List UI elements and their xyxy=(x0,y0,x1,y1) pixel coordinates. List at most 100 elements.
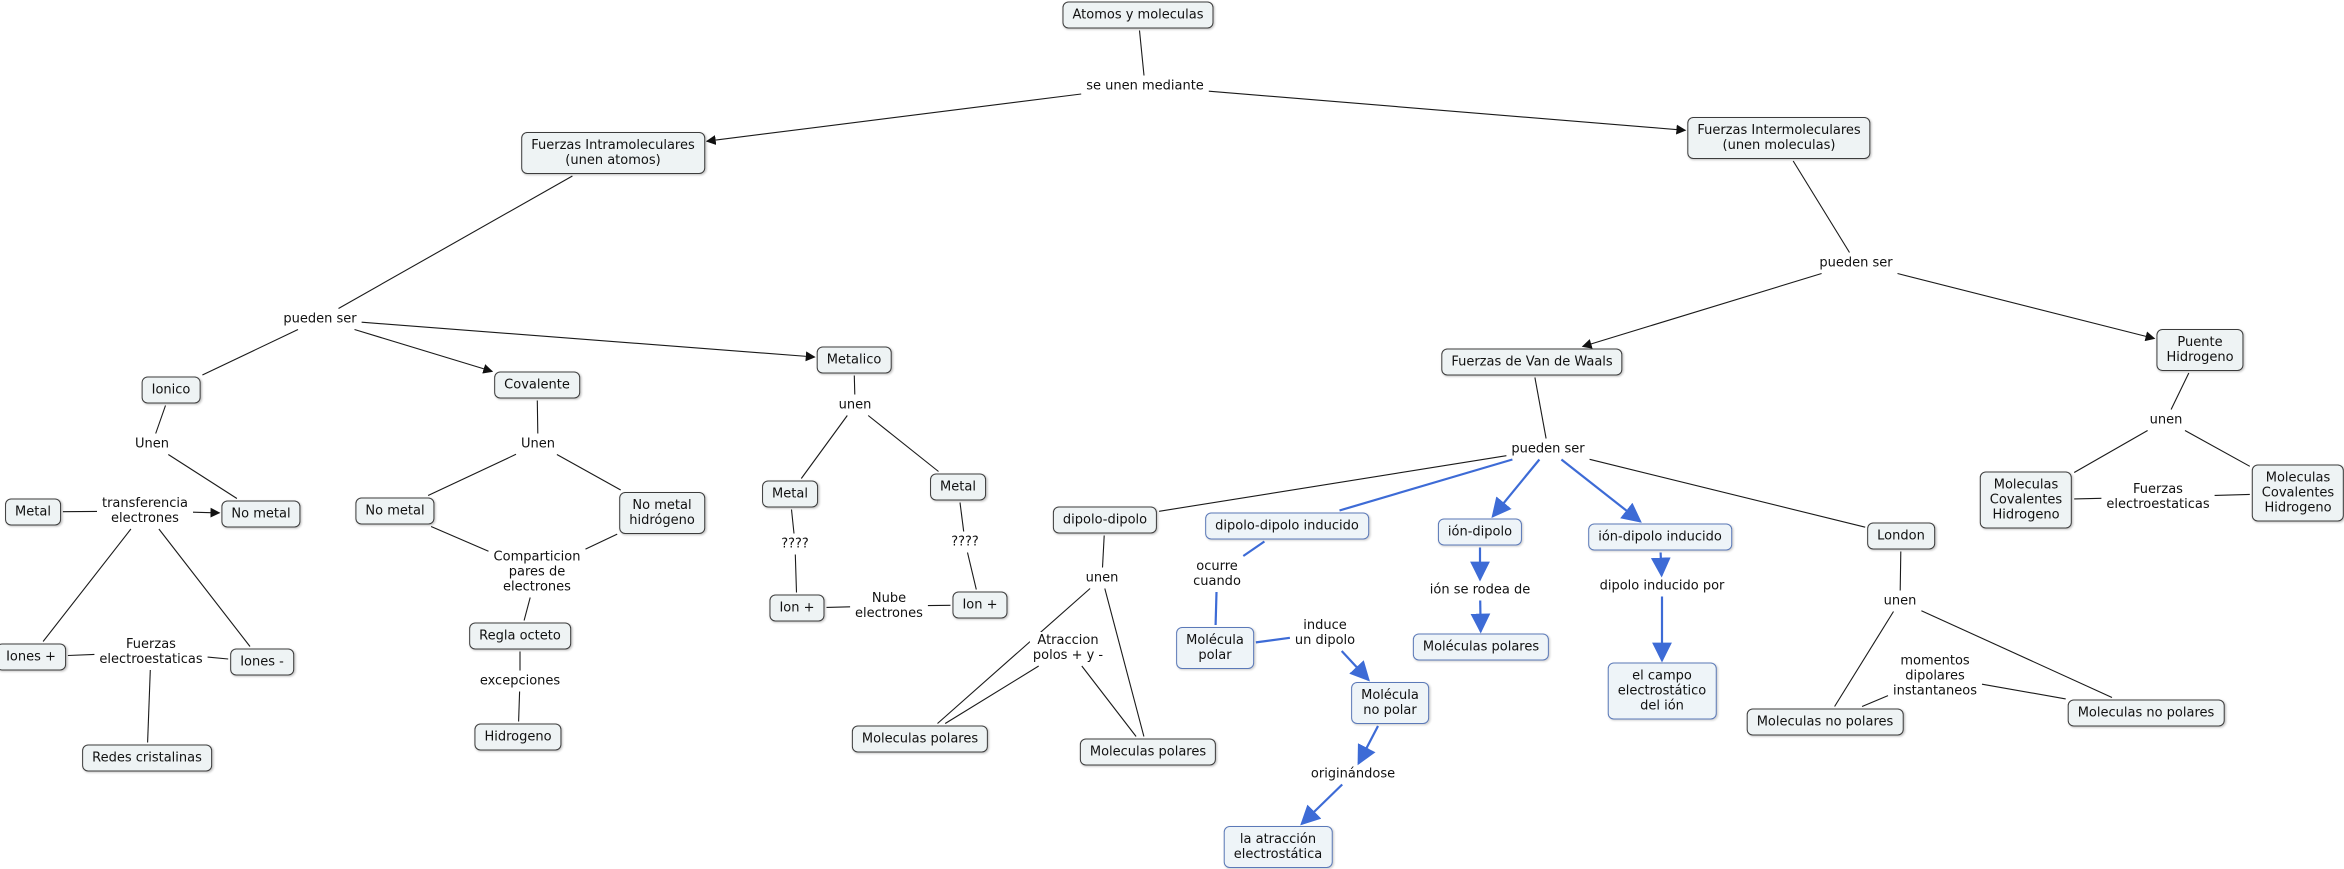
concept-node-molpol3[interactable]: Moléculas polares xyxy=(1412,633,1550,661)
concept-node-ionesm[interactable]: Iones - xyxy=(230,648,294,676)
link-phrase-excep[interactable]: excepciones xyxy=(476,672,564,690)
link-phrase-se-unen[interactable]: se unen mediante xyxy=(1083,77,1207,95)
edge-pueden1-to-ionico xyxy=(202,329,299,376)
concept-node-intra[interactable]: Fuerzas Intramoleculares(unen atomos) xyxy=(521,132,705,174)
concept-node-ionesp[interactable]: Iones + xyxy=(0,643,66,671)
link-phrase-unen-cov[interactable]: Unen xyxy=(518,435,558,453)
link-phrase-ionrodea[interactable]: ión se rodea de xyxy=(1426,581,1534,599)
node-text-line: Redes cristalinas xyxy=(92,750,202,766)
link-phrase-q1[interactable]: ???? xyxy=(778,535,812,553)
link-phrase-unen-dd[interactable]: unen xyxy=(1082,569,1122,587)
concept-node-metalico[interactable]: Metalico xyxy=(816,346,892,374)
node-text-line: Fuerzas Intramoleculares xyxy=(531,138,695,153)
node-text-line: el campo xyxy=(1632,668,1692,684)
node-text-line: pueden ser xyxy=(1819,255,1893,271)
edge-induce-to-molnopolar xyxy=(1340,650,1370,682)
concept-node-metal2[interactable]: Metal xyxy=(762,480,818,508)
concept-node-nometal2[interactable]: No metal xyxy=(355,497,435,525)
concept-node-molnp2[interactable]: Moleculas no polares xyxy=(2067,699,2225,727)
edge-atraccion-to-molpol2 xyxy=(1081,665,1137,737)
concept-node-vdw[interactable]: Fuerzas de Van de Waals xyxy=(1441,348,1623,376)
node-text-line: ión-dipolo xyxy=(1447,524,1513,540)
link-phrase-pueden1[interactable]: pueden ser xyxy=(280,310,360,328)
node-text-line: un dipolo xyxy=(1294,633,1356,648)
link-phrase-pueden3[interactable]: pueden ser xyxy=(1508,440,1588,458)
node-text-line: Metalico xyxy=(826,352,882,368)
concept-node-hidrogeno[interactable]: Hidrogeno xyxy=(474,723,562,751)
node-text-line: Ion + xyxy=(779,600,815,616)
concept-node-molpol2[interactable]: Moleculas polares xyxy=(1079,738,1217,766)
concept-node-metal1[interactable]: Metal xyxy=(5,498,61,526)
concept-node-iondi[interactable]: ión-dipolo inducido xyxy=(1588,523,1732,551)
concept-node-nometal1[interactable]: No metal xyxy=(221,500,301,528)
link-phrase-unen-ph[interactable]: unen xyxy=(2146,411,2186,429)
node-text-line: instantaneos xyxy=(1893,683,1977,699)
concept-node-ionp1[interactable]: Ion + xyxy=(769,594,825,622)
concept-node-ddi[interactable]: dipolo-dipolo inducido xyxy=(1205,512,1369,540)
concept-node-ionp2[interactable]: Ion + xyxy=(952,591,1008,619)
node-text-line: Metal xyxy=(940,479,976,495)
concept-node-dd[interactable]: dipolo-dipolo xyxy=(1052,506,1158,534)
node-text-line: momentos xyxy=(1900,653,1970,669)
concept-node-iond[interactable]: ión-dipolo xyxy=(1437,518,1523,546)
edge-momentos-to-molnp2 xyxy=(1981,683,2066,700)
node-text-line: del ión xyxy=(1640,698,1684,714)
edge-unen-cov-to-nometal2 xyxy=(427,453,517,496)
concept-node-redes[interactable]: Redes cristalinas xyxy=(82,744,212,772)
edge-transfer-to-nometal1 xyxy=(192,507,221,518)
node-text-line: No metal xyxy=(231,506,291,522)
concept-node-molnp1[interactable]: Moleculas no polares xyxy=(1746,708,1904,736)
concept-node-regla[interactable]: Regla octeto xyxy=(469,622,571,650)
concept-node-metal3[interactable]: Metal xyxy=(930,473,986,501)
node-text-line: pares de xyxy=(508,564,566,580)
node-text-line: ocurre xyxy=(1196,559,1238,574)
link-phrase-unen-met[interactable]: unen xyxy=(835,396,875,414)
concept-node-molpol1[interactable]: Moleculas polares xyxy=(851,725,989,753)
concept-node-inter[interactable]: Fuerzas Intermoleculares(unen moleculas) xyxy=(1687,117,1871,159)
concept-node-london[interactable]: London xyxy=(1867,522,1935,550)
concept-node-ionico[interactable]: Ionico xyxy=(141,376,201,404)
node-text-line: Fuerzas xyxy=(126,637,176,652)
link-phrase-pueden2[interactable]: pueden ser xyxy=(1816,254,1896,272)
node-text-line: Nube xyxy=(871,591,907,606)
link-phrase-unen-ion[interactable]: Unen xyxy=(132,435,172,453)
node-text-line: London xyxy=(1877,528,1925,544)
node-text-line: Comparticion xyxy=(493,549,581,565)
link-phrase-q2[interactable]: ???? xyxy=(948,533,982,551)
concept-node-atomos[interactable]: Atomos y moleculas xyxy=(1062,1,1214,29)
link-phrase-dipind[interactable]: dipolo inducido por xyxy=(1596,577,1728,595)
node-text-line: ???? xyxy=(781,536,809,552)
node-text-line: Hidrogeno xyxy=(2264,500,2332,516)
node-text-line: dipolo-dipolo xyxy=(1062,512,1148,528)
node-text-line: unen xyxy=(838,397,872,413)
node-text-line: originándose xyxy=(1310,766,1396,782)
concept-node-covalente[interactable]: Covalente xyxy=(494,371,580,399)
node-text-line: Moleculas polares xyxy=(1089,744,1207,760)
node-text-line: induce xyxy=(1303,618,1347,633)
node-text-line: polos + y - xyxy=(1032,648,1104,663)
node-text-line: Atraccion xyxy=(1037,633,1099,648)
edge-fe1-to-redes xyxy=(147,669,151,743)
link-phrase-originandose[interactable]: originándose xyxy=(1307,765,1399,783)
edge-transfer-to-ionesm xyxy=(158,528,251,647)
edge-molnp1-to-momentos xyxy=(1861,695,1889,708)
link-phrase-unen-lon[interactable]: unen xyxy=(1880,592,1920,610)
edge-pueden3-to-iondi xyxy=(1560,458,1642,523)
